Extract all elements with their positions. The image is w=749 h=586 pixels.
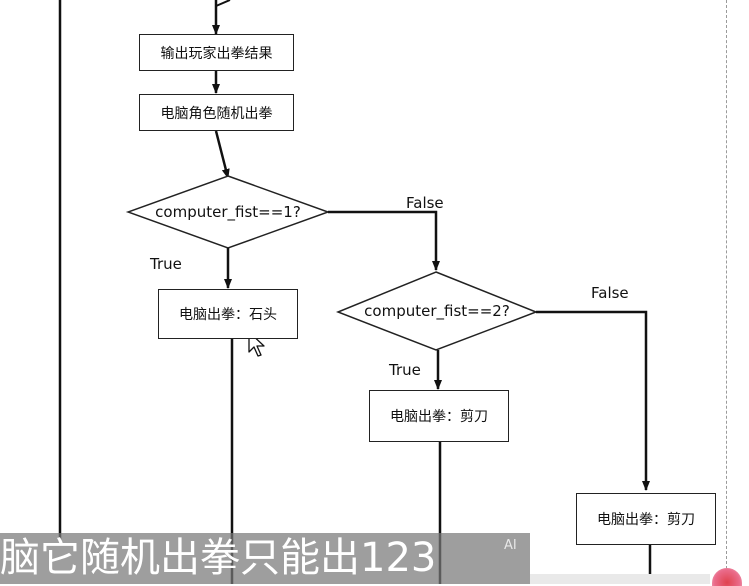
decision2-diamond[interactable] — [335, 271, 539, 351]
output-player-result-box[interactable]: 输出玩家出拳结果 — [139, 34, 294, 71]
bottom-strip — [530, 574, 710, 584]
decision2-false-label: False — [591, 284, 629, 302]
decision1-label: computer_fist==1? — [155, 203, 301, 221]
edge-decision1-false — [328, 210, 440, 271]
edge-random-to-decision1 — [214, 130, 230, 179]
page-border-dashed — [726, 0, 727, 584]
computer-random-fist-box[interactable]: 电脑角色随机出拳 — [139, 94, 294, 131]
decision2-true-label: True — [389, 361, 421, 379]
edge-top-fragment — [215, 0, 231, 7]
computer-rock-box[interactable]: 电脑出拳：石头 — [158, 289, 298, 339]
edge-decision2-false — [536, 310, 650, 491]
decision2-label: computer_fist==2? — [364, 302, 510, 320]
computer-scissors-box-b[interactable]: 电脑出拳：剪刀 — [576, 493, 716, 545]
decision1-true-label: True — [150, 255, 182, 273]
subtitle-text: 脑它随机出拳只能出123 — [0, 535, 437, 581]
subtitle-bar: 脑它随机出拳只能出123 — [0, 533, 530, 584]
computer-scissors-box-a[interactable]: 电脑出拳：剪刀 — [369, 390, 509, 442]
ai-badge: AI — [504, 538, 517, 553]
decision1-false-label: False — [406, 194, 444, 212]
corner-avatar-icon — [712, 568, 742, 586]
